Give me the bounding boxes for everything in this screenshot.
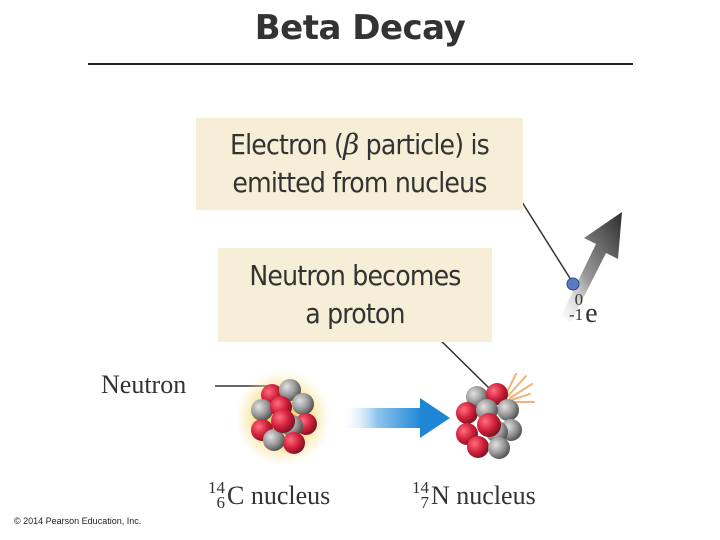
electron-particle xyxy=(567,278,579,290)
copyright-notice: © 2014 Pearson Education, Inc. xyxy=(14,516,141,526)
nitrogen-nucleus-text: N nucleus xyxy=(431,481,536,510)
carbon-14-nucleus xyxy=(235,370,331,466)
nitrogen-14-nucleus xyxy=(456,374,534,459)
reaction-arrow xyxy=(340,398,450,438)
beta-symbol: β xyxy=(343,128,358,161)
electron-iso-numbers: 0 -1 xyxy=(569,292,583,322)
electron-callout-line-1: Electron (β particle) is xyxy=(196,126,523,164)
neutron-callout-line-2: a proton xyxy=(218,295,492,333)
neutron-becomes-proton-callout: Neutron becomes a proton xyxy=(218,248,492,342)
carbon-iso-numbers: 14 6 xyxy=(208,480,225,510)
carbon-nucleus-label: 14 6 C nucleus xyxy=(208,480,330,511)
neutron-label: Neutron xyxy=(101,370,186,400)
nitrogen-atomic-number: 7 xyxy=(412,495,429,510)
neutron-callout-line-1: Neutron becomes xyxy=(218,257,492,295)
electron-charge-number: -1 xyxy=(569,307,583,322)
nitrogen-nucleus-label: 14 7 N nucleus xyxy=(412,480,536,511)
electron-callout-line-2: emitted from nucleus xyxy=(196,164,523,202)
electron-symbol-label: 0 -1 e xyxy=(569,292,598,330)
electron-emitted-callout: Electron (β particle) is emitted from nu… xyxy=(196,118,523,210)
electron-symbol: e xyxy=(585,298,597,329)
nitrogen-iso-numbers: 14 7 xyxy=(412,480,429,510)
carbon-nucleus-text: C nucleus xyxy=(227,481,330,510)
carbon-atomic-number: 6 xyxy=(208,495,225,510)
